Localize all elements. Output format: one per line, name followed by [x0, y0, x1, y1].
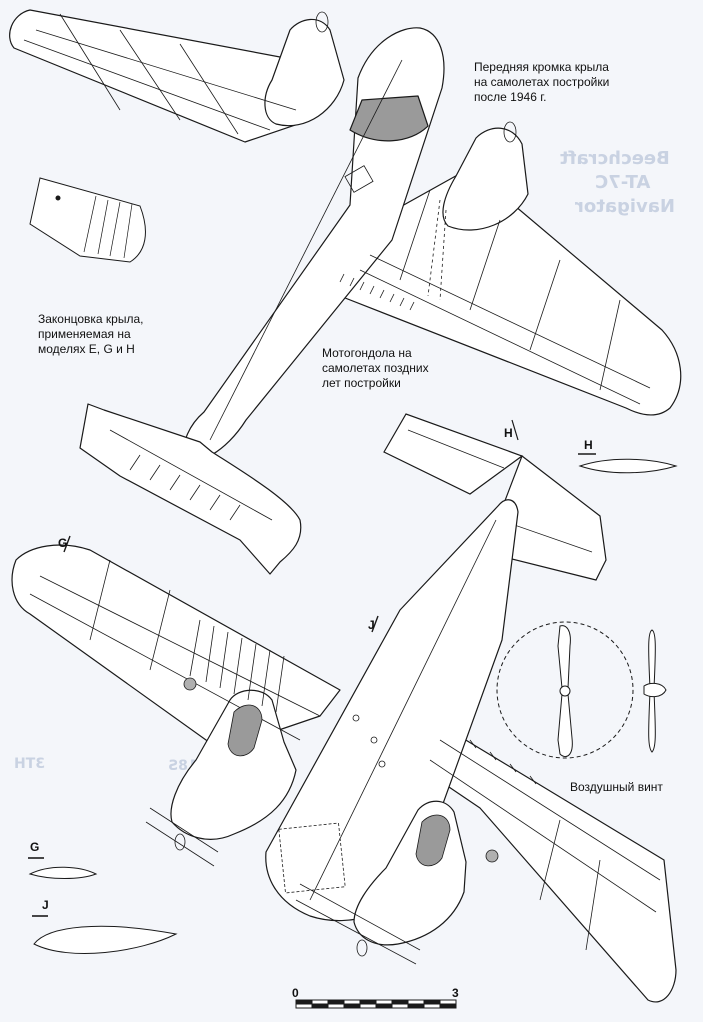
airfoil-g: [28, 866, 98, 879]
scale-segment-top: [375, 999, 393, 1005]
annotation-leading-edge: Передняя кромка крыла на самолетах постр…: [474, 60, 609, 105]
bottom-left-wing: [11, 544, 341, 751]
top-right-wing: [339, 167, 682, 416]
scale-segment-bottom: [439, 1003, 457, 1009]
scale-label-min: 0: [292, 986, 299, 1000]
top-nacelle-right: [442, 127, 529, 231]
annotation-nacelle: Мотогондола на самолетах поздних лет пос…: [322, 346, 429, 391]
top-canopy: [349, 95, 429, 142]
scale-segment-top: [391, 999, 409, 1005]
section-label-g-wing: G: [58, 536, 68, 550]
nacelle-line-2: самолетах поздних: [322, 361, 429, 375]
bottom-nacelle-left: [170, 689, 297, 840]
wingtip-line-3: моделях E, G и H: [38, 342, 135, 356]
leading-edge-line-3: после 1946 г.: [474, 90, 547, 104]
section-label-h-tail: H: [504, 426, 513, 440]
scale-segment-top: [311, 999, 329, 1005]
prop-blade-upper: [557, 625, 571, 689]
wingtip-line-1: Законцовка крыла,: [38, 312, 144, 326]
scale-segment-bottom: [295, 1003, 313, 1009]
spinner-top-right: [503, 121, 517, 143]
annotation-wingtip: Законцовка крыла, применяемая на моделях…: [38, 312, 143, 357]
scale-segment-bottom: [311, 1003, 329, 1009]
scale-label-max: 3: [452, 986, 459, 1000]
wingtip-line-2: применяемая на: [38, 327, 131, 341]
scale-segment-bottom: [407, 1003, 425, 1009]
tail-section: [383, 413, 607, 581]
scale-segment-top: [343, 999, 361, 1005]
scale-segment-bottom: [327, 1003, 345, 1009]
scale-segment-bottom: [375, 1003, 393, 1009]
scale-segment-top: [359, 999, 377, 1005]
scale-bar: [295, 999, 457, 1009]
section-label-g-airfoil: G: [30, 840, 40, 854]
leading-edge-line-1: Передняя кромка крыла: [474, 60, 609, 74]
spinner-top-left: [315, 11, 329, 33]
tail-left: [383, 413, 524, 495]
prop-blade-lower: [557, 693, 573, 758]
nacelle-line-1: Мотогондола на: [322, 346, 412, 360]
top-nacelle-left: [264, 18, 345, 127]
section-label-j-airfoil: J: [42, 898, 49, 912]
leading-edge-line-2: на самолетах постройки: [474, 75, 610, 89]
nacelle-line-3: лет постройки: [322, 376, 401, 390]
scale-segment-top: [327, 999, 345, 1005]
top-tailplane: [79, 403, 302, 575]
airfoil-j: [33, 925, 178, 954]
annotation-propeller: Воздушный винт: [570, 780, 663, 794]
scale-segment-bottom: [359, 1003, 377, 1009]
scale-segment-bottom: [343, 1003, 361, 1009]
top-view-details: [23, 11, 651, 521]
bottom-view-details: [29, 519, 661, 965]
scale-segment-bottom: [391, 1003, 409, 1009]
j-section-mark: [371, 615, 379, 633]
section-label-j-fuselage: J: [368, 618, 375, 632]
propeller-view: [496, 621, 667, 759]
wingtip-inset: [29, 177, 146, 263]
g-section-mark: [63, 535, 71, 553]
scale-segment-top: [407, 999, 425, 1005]
scale-segment-top: [423, 999, 441, 1005]
section-label-h-airfoil: H: [584, 438, 593, 452]
top-left-wing: [9, 9, 311, 143]
top-view: [9, 9, 682, 575]
airfoil-h: [578, 458, 678, 474]
scale-segment-bottom: [423, 1003, 441, 1009]
